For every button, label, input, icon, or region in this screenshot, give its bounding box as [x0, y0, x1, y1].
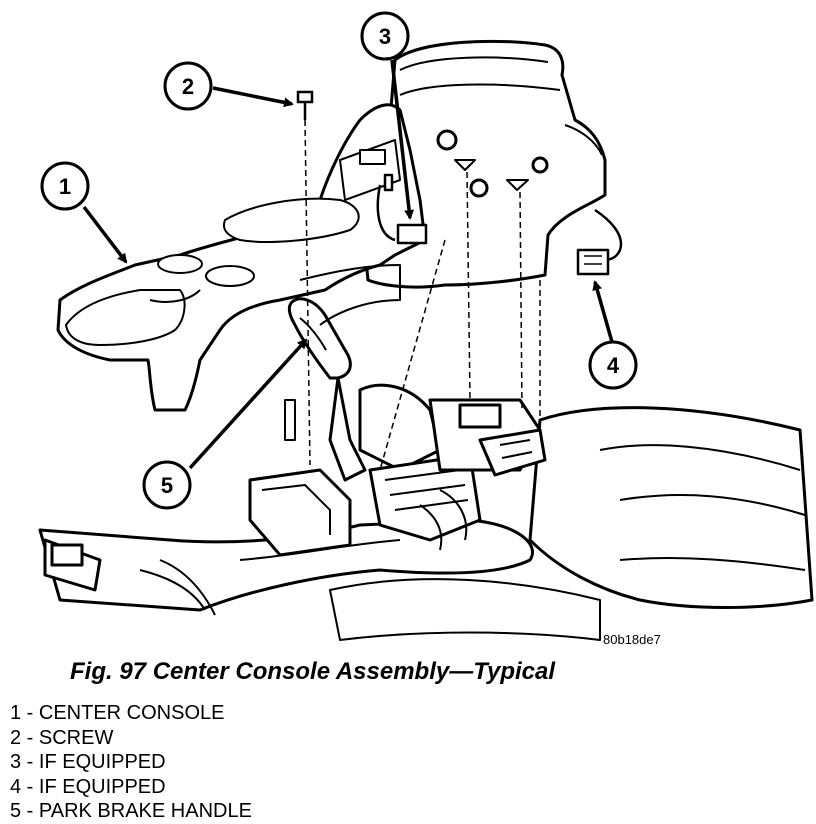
wire-connector-3 — [376, 173, 428, 245]
callout-number: 1 — [59, 174, 71, 199]
callout-3: 3 — [360, 11, 410, 61]
front-console — [56, 103, 427, 412]
callout-4: 4 — [588, 340, 638, 390]
wire-connector-4 — [576, 208, 623, 276]
callout-number: 2 — [182, 74, 194, 99]
park-brake-handle — [287, 297, 367, 482]
leader-arrow-2 — [212, 86, 294, 108]
figure-code: 80b18de7 — [603, 632, 661, 647]
callout-1: 1 — [40, 161, 90, 211]
leader-arrow-3 — [390, 59, 415, 220]
leader-arrow-1 — [82, 205, 128, 264]
legend-item: 4 - IF EQUIPPED — [10, 775, 166, 798]
floor-bracket — [38, 518, 534, 616]
callout-number: 4 — [607, 353, 620, 378]
screw — [296, 90, 314, 120]
legend-item: 2 - SCREW — [10, 726, 114, 749]
callout-number: 5 — [161, 473, 173, 498]
leader-arrow-5 — [188, 338, 308, 470]
floor-tunnel — [329, 406, 814, 641]
park-brake-mechanism — [248, 383, 547, 557]
callout-number: 3 — [379, 24, 391, 49]
callout-5: 5 — [142, 460, 192, 510]
alignment-lines — [304, 119, 541, 471]
legend-item: 1 - CENTER CONSOLE — [10, 702, 225, 724]
callout-2: 2 — [163, 61, 213, 111]
console-assembly-illustration: 1 2 3 4 5 — [38, 11, 814, 641]
leader-arrows — [82, 59, 614, 470]
legend-item: 5 - PARK BRAKE HANDLE — [10, 800, 252, 822]
leader-arrow-4 — [592, 280, 614, 343]
legend-item: 3 - IF EQUIPPED — [10, 751, 166, 773]
figure-caption: Fig. 97 Center Console Assembly—Typical — [70, 658, 556, 685]
parts-legend: 1 - CENTER CONSOLE 2 - SCREW 3 - IF EQUI… — [10, 701, 252, 824]
